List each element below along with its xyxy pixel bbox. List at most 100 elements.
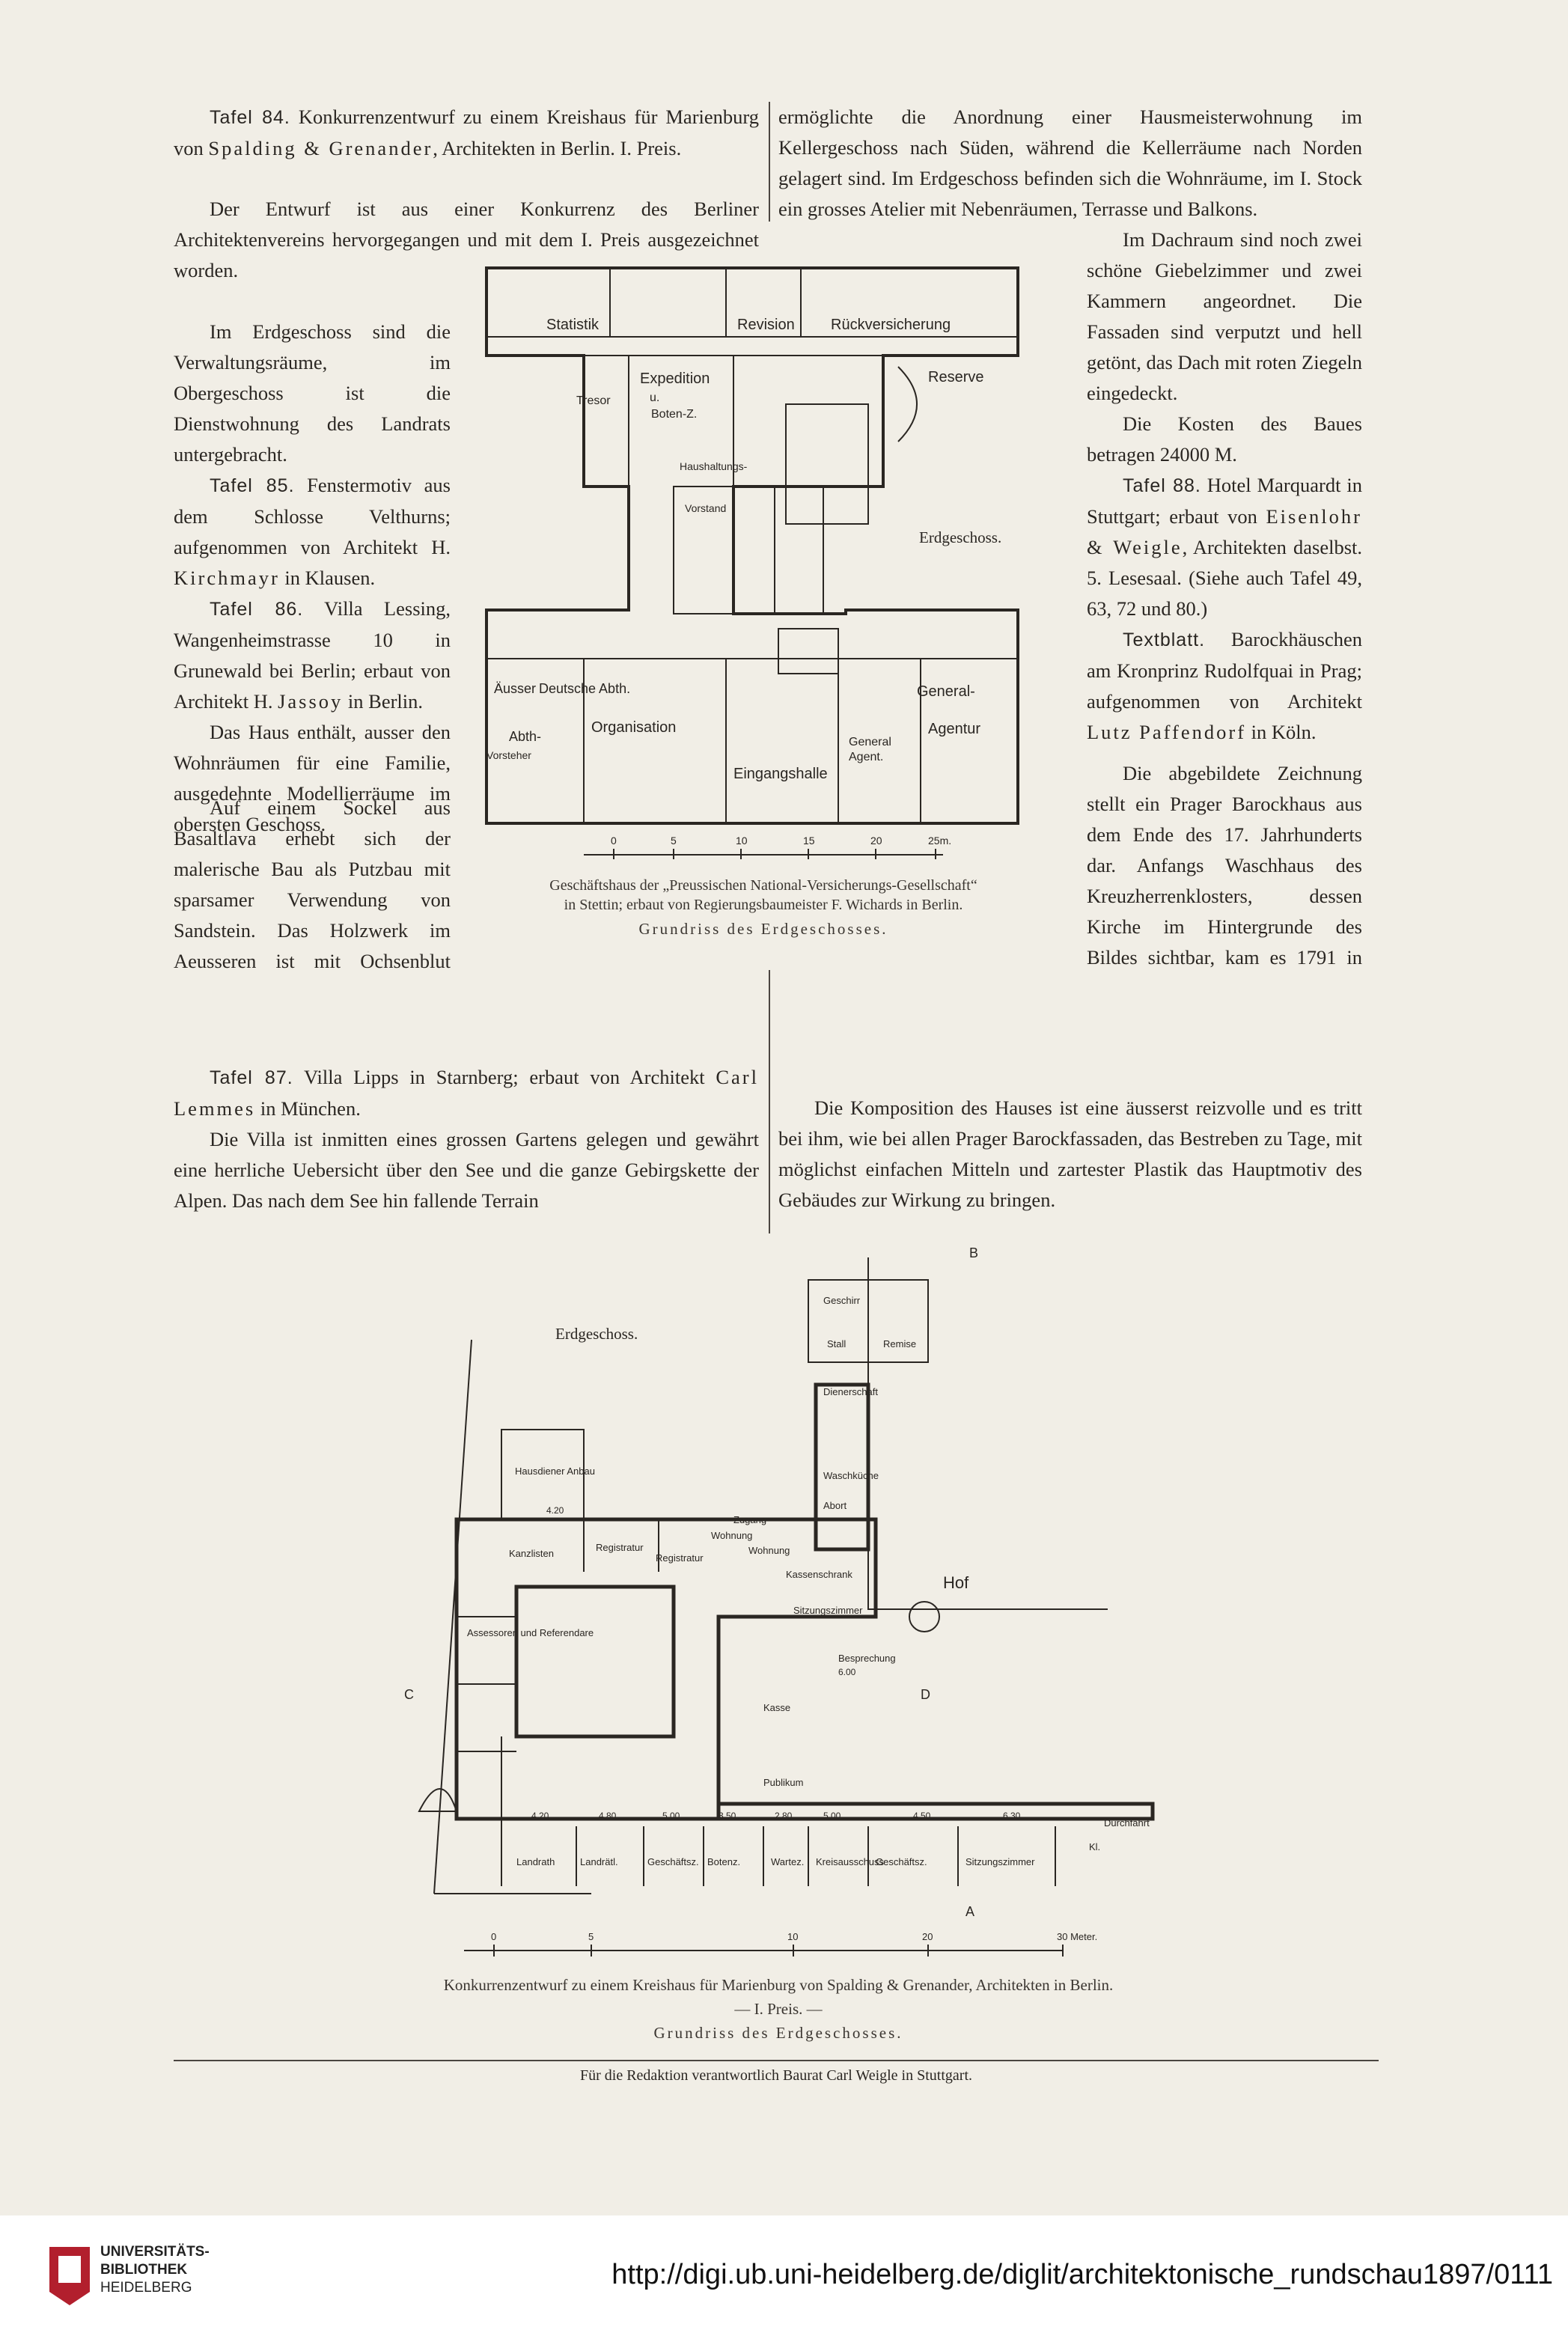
plan1-room-label: Agent. (849, 751, 883, 763)
entwurf-paragraph: Der Entwurf ist aus einer Konkurrenz des… (174, 194, 759, 286)
plan1-room-label: Agentur (928, 721, 980, 737)
plan2-dimension: 5.00 (823, 1811, 841, 1821)
tafel-86-label: Tafel 86. (210, 599, 304, 620)
tafel-88-paragraph: Tafel 88. Hotel Marquardt in Stuttgart; … (1087, 470, 1362, 624)
plan2-caption-line1: Konkurrenzentwurf zu einem Kreishaus für… (443, 1976, 1114, 1994)
plan2-dimension: 4.50 (913, 1811, 931, 1821)
left-column-sockel: Auf einem Sockel aus Basaltlava erhebt s… (174, 793, 451, 977)
plan2-marker: D (921, 1687, 930, 1702)
plan1-scale-tick: 0 (611, 835, 617, 847)
plan2-room-label: Sitzungszimmer (793, 1605, 863, 1616)
plan2-dimension: 6.30 (1003, 1811, 1021, 1821)
tafel-88-label: Tafel 88. (1123, 475, 1201, 496)
right-column-bottom: Die Komposition des Hauses ist eine äuss… (778, 1093, 1362, 1216)
plan2-room-label: Geschirr (823, 1295, 861, 1306)
plan2-marker: B (969, 1245, 978, 1260)
plan2-room-label: Besprechung (838, 1653, 896, 1664)
right-column-prager: Die abgebildete Zeichnung stellt ein Pra… (1087, 758, 1362, 973)
plan2-room-label: Wartez. (771, 1856, 804, 1867)
plan2-scale-tick: 10 (787, 1931, 798, 1942)
tafel-87-text: Villa Lipps in Starnberg; erbaut von Arc… (293, 1066, 716, 1088)
left-column-top: Tafel 84. Konkurrenzentwurf zu einem Kre… (174, 102, 759, 164)
haus-text: Das Haus enthält, ausser den Wohnräumen … (174, 721, 451, 835)
komposition-paragraph: Die Komposition des Hauses ist eine äuss… (778, 1093, 1362, 1216)
plan2-room-label: Hausdiener Anbau (515, 1466, 595, 1477)
plan2-room-label: Remise (883, 1338, 916, 1349)
source-url-link[interactable]: http://digi.ub.uni-heidelberg.de/diglit/… (611, 2259, 1553, 2290)
plan1-room-label: Rückversicherung (831, 317, 951, 333)
tafel-86-tail: in Berlin. (343, 690, 424, 713)
textblatt-label: Textblatt. (1123, 629, 1206, 650)
tafel-86-architect: Jassoy (278, 690, 344, 713)
plan1-scale-tick: 5 (671, 835, 677, 847)
plan2-room-label: Wohnung (748, 1545, 790, 1556)
plan2-room-label: Geschäftsz. (876, 1856, 927, 1867)
entwurf-text: Der Entwurf ist aus einer Konkurrenz des… (174, 198, 759, 281)
tafel-87-tail: in München. (255, 1097, 361, 1120)
plan2-room-label: Publikum (763, 1777, 803, 1788)
plan2-room-label: Kanzlisten (509, 1548, 554, 1559)
column-divider-top (769, 102, 770, 222)
tafel-86-paragraph: Tafel 86. Villa Lessing, Wangenheimstras… (174, 594, 451, 717)
plan2-scale-bar: 0 5 10 20 30 Meter. (464, 1931, 1097, 1957)
plan2-dimension: 4.80 (599, 1811, 617, 1821)
sockel-paragraph-start: Auf einem Sockel aus Basaltlava erhebt s… (174, 793, 451, 977)
plan2-scale-tick: 20 (922, 1931, 933, 1942)
dachraum-paragraph: Im Dachraum sind noch zwei schöne Giebel… (1087, 225, 1362, 409)
erdgeschoss-paragraph: Im Erdgeschoss sind die Verwaltungsräume… (174, 317, 451, 470)
plan2-room-label: Registratur (596, 1542, 644, 1553)
right-paragraph-1: ermöglichte die Anordnung einer Hausmeis… (778, 102, 1362, 225)
plan1-room-label: Äusser (494, 681, 536, 696)
plan2-room-label: Geschäftsz. (647, 1856, 699, 1867)
tafel-88-tail: , Architekten daselbst. 5. Lesesaal. (Si… (1087, 536, 1363, 620)
plan2-room-label: Wohnung (711, 1530, 752, 1541)
plan1-scale-bar: 0 5 10 15 20 25m. (584, 835, 951, 859)
plan2-room-label: Kl. (1089, 1841, 1100, 1852)
plan1-room-label: Organisation (591, 719, 676, 736)
footer-note: Für die Redaktion verantwortlich Baurat … (579, 2067, 972, 2084)
tafel-88-architects: Eisenlohr & Weigle (1087, 505, 1362, 558)
tafel-85-paragraph: Tafel 85. Fenstermotiv aus dem Schlosse … (174, 470, 451, 594)
right-text-1: ermöglichte die Anordnung einer Hausmeis… (778, 106, 1362, 220)
plan2-scale-tick: 5 (588, 1931, 594, 1942)
plan2-floor-label: Erdgeschoss. (555, 1325, 638, 1343)
plan2-dimension: 4.20 (546, 1505, 564, 1516)
tafel-86-text: Villa Lessing, Wangenheimstrasse 10 in G… (174, 597, 451, 713)
left-column-side: Im Erdgeschoss sind die Verwaltungsräume… (174, 225, 451, 840)
plan1-room-label: Eingangshalle (733, 766, 828, 782)
plan1-room-label: General (849, 736, 891, 748)
plan1-scale-tick: 25m. (928, 835, 951, 847)
left-column-bottom: Tafel 87. Villa Lipps in Starnberg; erba… (174, 970, 759, 1216)
plan2-room-label: Assessoren und Referendare (467, 1627, 594, 1638)
plan1-caption-line1: Geschäftshaus der „Preussischen National… (549, 877, 977, 894)
plan2-room-label: Abort (823, 1500, 846, 1511)
erdgeschoss-text: Im Erdgeschoss sind die Verwaltungsräume… (174, 320, 451, 466)
library-line1: UNIVERSITÄTS- (100, 2244, 210, 2260)
plan2-dimension: 4.20 (531, 1811, 549, 1821)
plan2-marker: C (404, 1687, 414, 1702)
right-column-side: Im Dachraum sind noch zwei schöne Giebel… (1087, 225, 1362, 748)
plan1-scale-tick: 15 (803, 835, 815, 847)
plan1-scale-tick: 10 (736, 835, 748, 847)
villa-text: Die Villa ist inmitten eines grossen Gar… (174, 1128, 759, 1212)
komposition-text: Die Komposition des Hauses ist eine äuss… (778, 1097, 1362, 1211)
villa-paragraph: Die Villa ist inmitten eines grossen Gar… (174, 1124, 759, 1216)
plan1-room-label: Vorstand (685, 502, 726, 514)
library-line2: BIBLIOTHEK (100, 2262, 188, 2278)
plan1-room-label: Vorsteher (486, 749, 531, 761)
column-divider-bottom (769, 970, 770, 1233)
haus-paragraph: Das Haus enthält, ausser den Wohnräumen … (174, 717, 451, 840)
plan1-scale-tick: 20 (870, 835, 882, 847)
plan1-room-label: Statistik (546, 317, 600, 333)
plan2-caption: Konkurrenzentwurf zu einem Kreishaus für… (254, 1973, 1302, 2045)
tafel-84-architects: Spalding & Grenander (208, 137, 433, 159)
plan1-room-label: Revision (737, 317, 795, 333)
library-name: UNIVERSITÄTS- BIBLIOTHEK HEIDELBERG (100, 2243, 210, 2297)
tafel-84-text: Konkurrenzentwurf zu einem Kreishaus für… (174, 106, 759, 159)
plan2-room-label: Registratur (656, 1552, 704, 1564)
tafel-84-paragraph: Tafel 84. Konkurrenzentwurf zu einem Kre… (174, 102, 759, 164)
plan2-room-label: Kassenschrank (786, 1569, 852, 1580)
plan2-room-label: Landrätl. (580, 1856, 618, 1867)
plan1-room-label: Boten-Z. (651, 408, 697, 421)
plan2-dimension: 2.80 (775, 1811, 793, 1821)
